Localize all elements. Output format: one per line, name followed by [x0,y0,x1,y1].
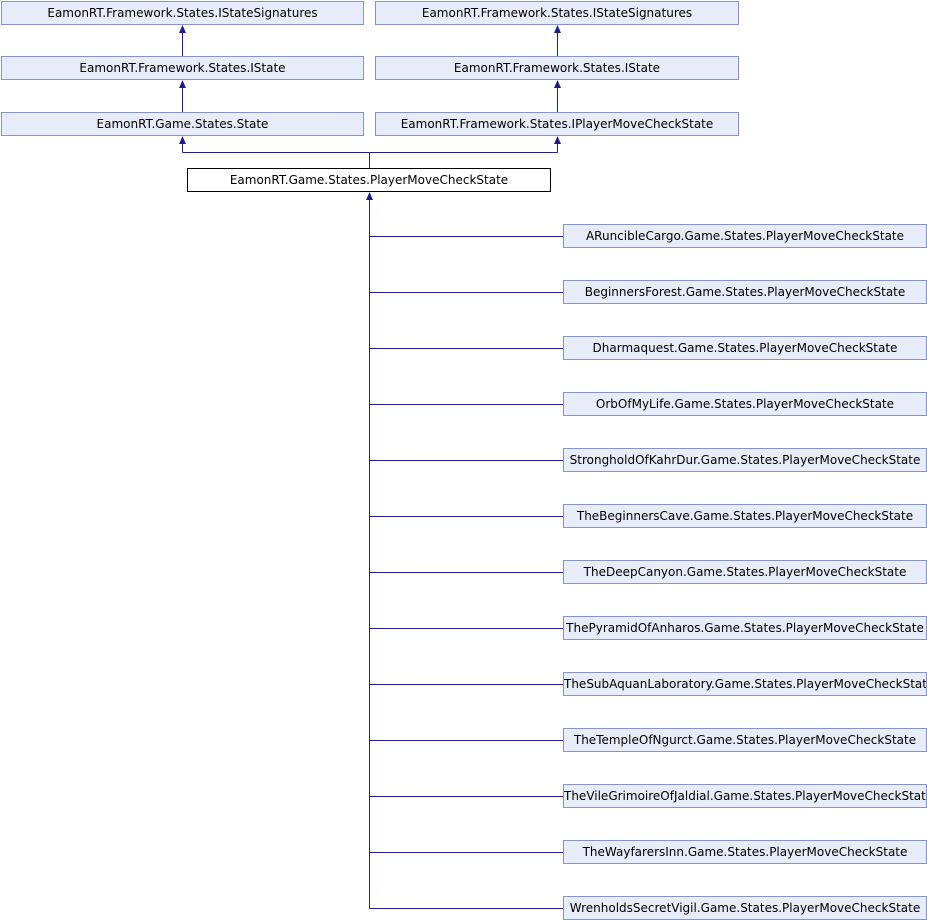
node-derived-the-vile-grimoire-of-jaldial[interactable]: TheVileGrimoireOfJaldial.Game.States.Pla… [563,784,927,808]
node-iplayermovecheckstate[interactable]: EamonRT.Framework.States.IPlayerMoveChec… [375,112,739,136]
edge-arrowhead-15 [366,192,373,200]
node-derived-the-sub-aquan-laboratory[interactable]: TheSubAquanLaboratory.Game.States.Player… [563,672,927,696]
node-label: ThePyramidOfAnharos.Game.States.PlayerMo… [566,621,924,635]
node-label: EamonRT.Framework.States.IState [79,61,286,75]
node-derived-the-pyramid-of-anharos[interactable]: ThePyramidOfAnharos.Game.States.PlayerMo… [563,616,927,640]
node-label: OrbOfMyLife.Game.States.PlayerMoveCheckS… [595,397,895,411]
node-right-istate[interactable]: EamonRT.Framework.States.IState [375,56,739,80]
node-state[interactable]: EamonRT.Game.States.State [1,112,364,136]
node-derived-orb-of-my-life[interactable]: OrbOfMyLife.Game.States.PlayerMoveCheckS… [563,392,927,416]
node-label: EamonRT.Framework.States.IPlayerMoveChec… [400,117,714,131]
node-label: EamonRT.Game.States.PlayerMoveCheckState [229,173,509,187]
edge-arrowhead-5 [554,25,561,33]
node-label: EamonRT.Framework.States.IStateSignature… [47,6,318,20]
node-derived-the-wayfarers-inn[interactable]: TheWayfarersInn.Game.States.PlayerMoveCh… [563,840,927,864]
node-derived-the-deep-canyon[interactable]: TheDeepCanyon.Game.States.PlayerMoveChec… [563,560,927,584]
node-left-istate[interactable]: EamonRT.Framework.States.IState [1,56,364,80]
node-label: TheBeginnersCave.Game.States.PlayerMoveC… [576,509,914,523]
edge-arrowhead-11 [179,136,186,144]
node-label: Dharmaquest.Game.States.PlayerMoveCheckS… [592,341,898,355]
node-label: TheDeepCanyon.Game.States.PlayerMoveChec… [583,565,907,579]
node-derived-wrenholds-secret-vigil[interactable]: WrenholdsSecretVigil.Game.States.PlayerM… [563,896,927,920]
node-label: BeginnersForest.Game.States.PlayerMoveCh… [584,285,906,299]
edge-arrowhead-13 [554,136,561,144]
edge-arrowhead-1 [179,25,186,33]
edge-arrowhead-7 [554,80,561,88]
node-derived-beginners-forest[interactable]: BeginnersForest.Game.States.PlayerMoveCh… [563,280,927,304]
node-label: ARuncibleCargo.Game.States.PlayerMoveChe… [585,229,905,243]
node-derived-the-beginners-cave[interactable]: TheBeginnersCave.Game.States.PlayerMoveC… [563,504,927,528]
node-right-istatesignatures[interactable]: EamonRT.Framework.States.IStateSignature… [375,1,739,25]
node-current-playermovecheckstate: EamonRT.Game.States.PlayerMoveCheckState [187,168,551,192]
node-label: TheTempleOfNgurct.Game.States.PlayerMove… [573,733,917,747]
node-label: TheSubAquanLaboratory.Game.States.Player… [564,677,927,691]
node-label: EamonRT.Framework.States.IStateSignature… [421,6,693,20]
node-label: TheWayfarersInn.Game.States.PlayerMoveCh… [582,845,908,859]
node-derived-the-temple-of-ngurct[interactable]: TheTempleOfNgurct.Game.States.PlayerMove… [563,728,927,752]
node-label: WrenholdsSecretVigil.Game.States.PlayerM… [569,901,921,915]
node-left-istatesignatures[interactable]: EamonRT.Framework.States.IStateSignature… [1,1,364,25]
node-label: EamonRT.Game.States.State [96,117,269,131]
node-derived-stronghold-of-kahr-dur[interactable]: StrongholdOfKahrDur.Game.States.PlayerMo… [563,448,927,472]
node-derived-dharmaquest[interactable]: Dharmaquest.Game.States.PlayerMoveCheckS… [563,336,927,360]
node-label: TheVileGrimoireOfJaldial.Game.States.Pla… [564,789,927,803]
node-label: StrongholdOfKahrDur.Game.States.PlayerMo… [569,453,921,467]
edge-arrowhead-3 [179,80,186,88]
node-label: EamonRT.Framework.States.IState [453,61,661,75]
node-derived-aruncible-cargo[interactable]: ARuncibleCargo.Game.States.PlayerMoveChe… [563,224,927,248]
